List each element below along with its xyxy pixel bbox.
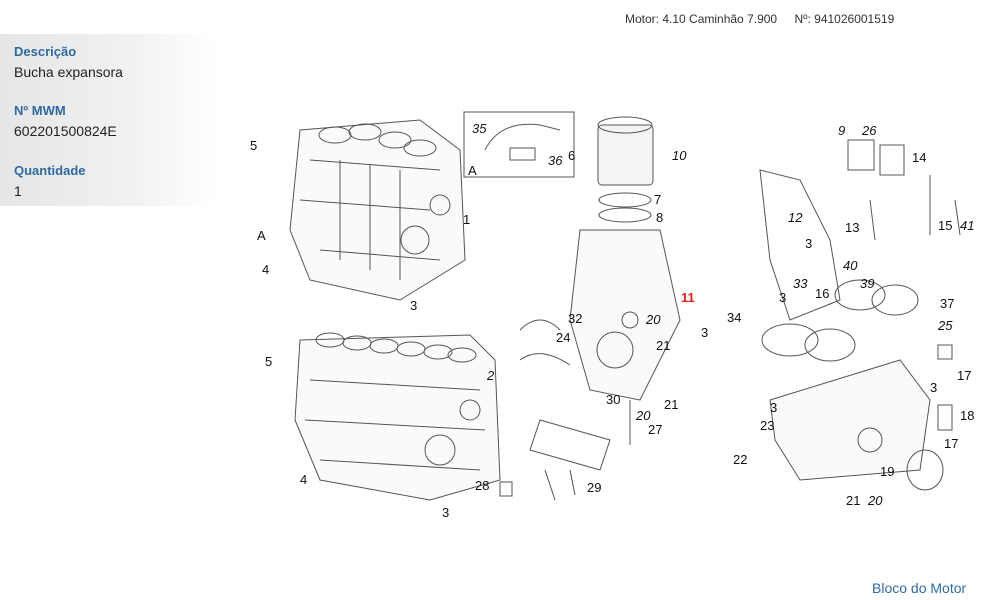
- callout-29[interactable]: 29: [587, 480, 601, 495]
- callout-4[interactable]: 4: [262, 262, 269, 277]
- rear-plate-and-gaskets: [759, 139, 961, 491]
- callout-1[interactable]: 1: [463, 212, 470, 227]
- callout-labels: 5 1 4 3 A A 35 36 6 7 8 10 12 9 26 14 15…: [250, 121, 974, 520]
- callout-40[interactable]: 40: [843, 258, 858, 273]
- callout-37[interactable]: 37: [940, 296, 954, 311]
- callout-6[interactable]: 6: [568, 148, 575, 163]
- callout-39[interactable]: 39: [860, 276, 874, 291]
- description-value: Bucha expansora: [14, 64, 123, 80]
- callout-16[interactable]: 16: [815, 286, 829, 301]
- sensor-inset-box: [463, 111, 575, 178]
- callout-a[interactable]: A: [257, 228, 266, 243]
- callout-35[interactable]: 35: [472, 121, 487, 136]
- callout-3-b[interactable]: 3: [805, 236, 812, 251]
- callout-14[interactable]: 14: [912, 150, 926, 165]
- callout-34[interactable]: 34: [727, 310, 741, 325]
- callout-30[interactable]: 30: [606, 392, 620, 407]
- engine-model: Motor: 4.10 Caminhão 7.900: [625, 12, 778, 26]
- callout-21-b[interactable]: 21: [664, 397, 678, 412]
- callout-26[interactable]: 26: [861, 123, 877, 138]
- part-info-panel: Descrição Bucha expansora Nº MWM 6022015…: [0, 34, 216, 206]
- engine-header: Motor: 4.10 Caminhão 7.900 Nº: 941026001…: [625, 12, 908, 26]
- callout-41[interactable]: 41: [960, 218, 974, 233]
- callout-3-d[interactable]: 3: [701, 325, 708, 340]
- callout-5[interactable]: 5: [250, 138, 257, 153]
- callout-24[interactable]: 24: [556, 330, 570, 345]
- callout-23[interactable]: 23: [760, 418, 774, 433]
- callout-9[interactable]: 9: [838, 123, 845, 138]
- callout-3[interactable]: 3: [410, 298, 417, 313]
- quantity-label: Quantidade: [14, 163, 86, 178]
- callout-11-highlighted[interactable]: 11: [681, 290, 695, 305]
- engine-block-exploded-diagram[interactable]: 5 1 4 3 A A 35 36 6 7 8 10 12 9 26 14 15…: [230, 95, 990, 525]
- callout-28[interactable]: 28: [475, 478, 489, 493]
- callout-25[interactable]: 25: [937, 318, 953, 333]
- callout-32[interactable]: 32: [568, 311, 582, 326]
- callout-7[interactable]: 7: [654, 192, 661, 207]
- callout-36[interactable]: 36: [548, 153, 563, 168]
- mwm-number-label: Nº MWM: [14, 103, 66, 118]
- description-label: Descrição: [14, 44, 77, 59]
- callout-a-inset[interactable]: A: [468, 163, 477, 178]
- callout-13[interactable]: 13: [845, 220, 859, 235]
- callout-12[interactable]: 12: [788, 210, 803, 225]
- callout-3-f[interactable]: 3: [770, 400, 777, 415]
- engine-block-link[interactable]: Bloco do Motor: [872, 580, 967, 596]
- callout-27[interactable]: 27: [648, 422, 662, 437]
- callout-17[interactable]: 17: [957, 368, 971, 383]
- lower-engine-block: [294, 332, 501, 501]
- callout-18[interactable]: 18: [960, 408, 974, 423]
- callout-5-b[interactable]: 5: [265, 354, 272, 369]
- mwm-number-value: 602201500824E: [14, 123, 117, 139]
- upper-engine-block: [289, 119, 466, 301]
- callout-17-b[interactable]: 17: [944, 436, 958, 451]
- cylinder-liner: [597, 116, 654, 223]
- callout-33[interactable]: 33: [793, 276, 808, 291]
- callout-20[interactable]: 20: [645, 312, 661, 327]
- engine-number: Nº: 941026001519: [794, 12, 895, 26]
- callout-19[interactable]: 19: [880, 464, 894, 479]
- callout-15[interactable]: 15: [938, 218, 952, 233]
- callout-21[interactable]: 21: [656, 338, 670, 353]
- quantity-value: 1: [14, 183, 22, 199]
- callout-3-c[interactable]: 3: [779, 290, 786, 305]
- callout-20-c[interactable]: 20: [867, 493, 883, 508]
- callout-3-e[interactable]: 3: [930, 380, 937, 395]
- callout-20-b[interactable]: 20: [635, 408, 651, 423]
- callout-3-g[interactable]: 3: [442, 505, 449, 520]
- callout-10[interactable]: 10: [672, 148, 687, 163]
- callout-8[interactable]: 8: [656, 210, 663, 225]
- callout-22[interactable]: 22: [733, 452, 747, 467]
- callout-2[interactable]: 2: [486, 368, 495, 383]
- callout-4-b[interactable]: 4: [300, 472, 307, 487]
- callout-21-c[interactable]: 21: [846, 493, 860, 508]
- front-cover-parts: [499, 229, 681, 501]
